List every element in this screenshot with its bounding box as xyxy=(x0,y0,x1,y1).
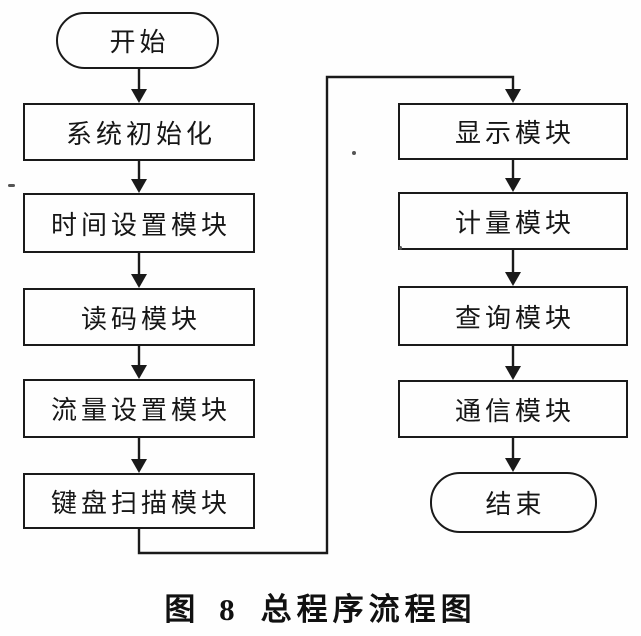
node-keyboard-scan-module: 键盘扫描模块 xyxy=(23,473,255,529)
arrow-start-to-system-init xyxy=(131,68,147,103)
node-system-initialization: 系统初始化 xyxy=(23,103,255,161)
arrow-metering-to-query xyxy=(505,250,521,286)
arrow-query-to-communication xyxy=(505,346,521,380)
arrow-system-init-to-time-setting xyxy=(131,161,147,193)
figure-title: 总程序流程图 xyxy=(260,592,477,627)
start-terminator: 开始 xyxy=(56,12,219,69)
arrow-display-to-metering xyxy=(505,160,521,192)
node-time-setting-module: 时间设置模块 xyxy=(23,193,255,253)
scan-speck xyxy=(352,151,356,155)
figure-caption: 图 8 总程序流程图 xyxy=(0,584,641,629)
node-communication-module: 通信模块 xyxy=(398,380,628,438)
scan-speck xyxy=(399,246,402,250)
arrow-code-reading-to-flow-setting xyxy=(131,346,147,379)
arrow-flow-setting-to-keyboard-scan xyxy=(131,438,147,473)
node-display-module: 显示模块 xyxy=(398,103,628,160)
arrow-communication-to-end xyxy=(505,438,521,472)
figure-number: 图 8 xyxy=(164,592,243,627)
node-query-module: 查询模块 xyxy=(398,286,628,346)
node-flow-setting-module: 流量设置模块 xyxy=(23,379,255,438)
scan-speck xyxy=(8,184,15,187)
node-metering-module: 计量模块 xyxy=(398,192,628,250)
arrow-time-setting-to-code-reading xyxy=(131,253,147,288)
node-code-reading-module: 读码模块 xyxy=(23,288,255,346)
end-terminator: 结束 xyxy=(430,472,597,533)
